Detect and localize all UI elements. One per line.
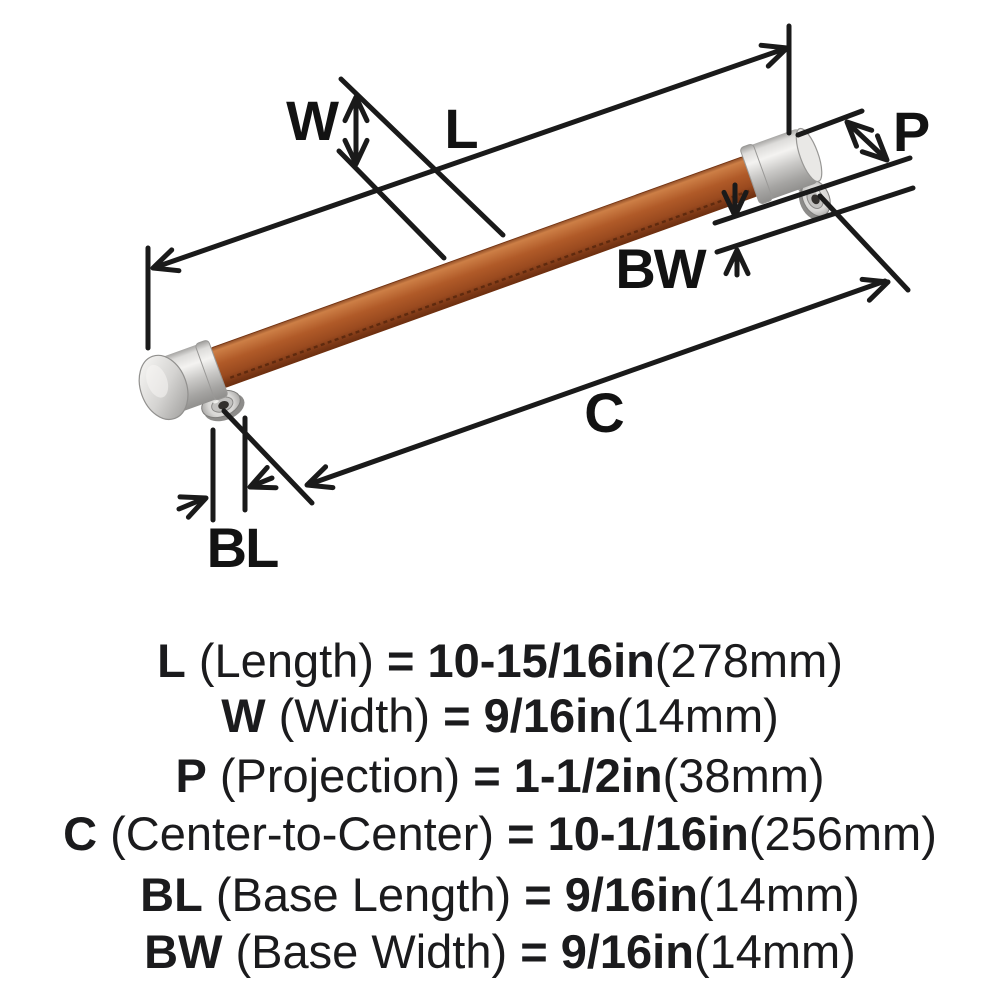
dim-BW [714, 182, 916, 278]
l-dimension-line [153, 46, 787, 270]
bw-arrowhead-up [723, 247, 751, 277]
w-arrowhead-bottom [342, 137, 370, 167]
c-extension-left [221, 408, 315, 506]
right-end-cap [740, 127, 823, 204]
callout-P: P [893, 100, 929, 163]
callout-L: L [444, 97, 477, 160]
l-arrowhead-left [150, 247, 182, 274]
handle-bar-group [138, 127, 823, 420]
w-arrowhead-top [342, 94, 370, 124]
w-extension-upper [338, 76, 506, 238]
left-screw-hole [218, 400, 229, 410]
right-cap-face [795, 127, 823, 183]
callout-BL: BL [207, 516, 278, 579]
dim-W [336, 76, 506, 261]
dim-C [221, 193, 911, 506]
callout-W: W [286, 89, 339, 152]
bw-arrowhead-down [721, 189, 749, 219]
bl-arrowhead-left [177, 494, 209, 520]
right-cap-collar [740, 144, 773, 204]
bl-arrowhead-right [247, 465, 279, 491]
legend-row-L: L (Length) = 10-15/16in(278mm) [157, 634, 843, 687]
legend-row-C: C (Center-to-Center) = 10-1/16in(256mm) [63, 807, 937, 860]
legend: L (Length) = 10-15/16in(278mm) W (Width)… [63, 634, 937, 978]
bw-extension-lower [714, 185, 916, 255]
dim-L [145, 23, 792, 351]
callout-C: C [584, 381, 623, 444]
dim-P [712, 108, 913, 226]
c-arrowhead-right [859, 276, 891, 303]
legend-row-BL: BL (Base Length) = 9/16in(14mm) [140, 868, 860, 921]
p-extension-upper [795, 108, 865, 138]
p-bw-extension-mid [712, 155, 913, 226]
dim-BL [176, 415, 279, 523]
pull-handle [138, 127, 831, 422]
leather-stitching [229, 189, 751, 379]
legend-row-P: P (Projection) = 1-1/2in(38mm) [175, 749, 824, 802]
bl-arrow-left-shaft [176, 496, 206, 512]
w-extension-lower [336, 148, 447, 261]
l-arrowhead-right [758, 42, 790, 69]
left-end-cap [138, 340, 228, 420]
c-dimension-line [307, 278, 888, 487]
right-screw-hole [811, 194, 820, 205]
legend-row-BW: BW (Base Width) = 9/16in(14mm) [144, 925, 856, 978]
left-cap-collar [195, 340, 228, 401]
p-arrow-shaft [846, 121, 888, 161]
c-extension-right [817, 193, 911, 293]
p-arrowhead-lower [859, 133, 890, 163]
c-arrowhead-left [304, 464, 336, 491]
legend-row-W: W (Width) = 9/16in(14mm) [221, 689, 779, 742]
p-arrowhead-upper [844, 119, 875, 149]
callout-BW: BW [615, 237, 706, 300]
